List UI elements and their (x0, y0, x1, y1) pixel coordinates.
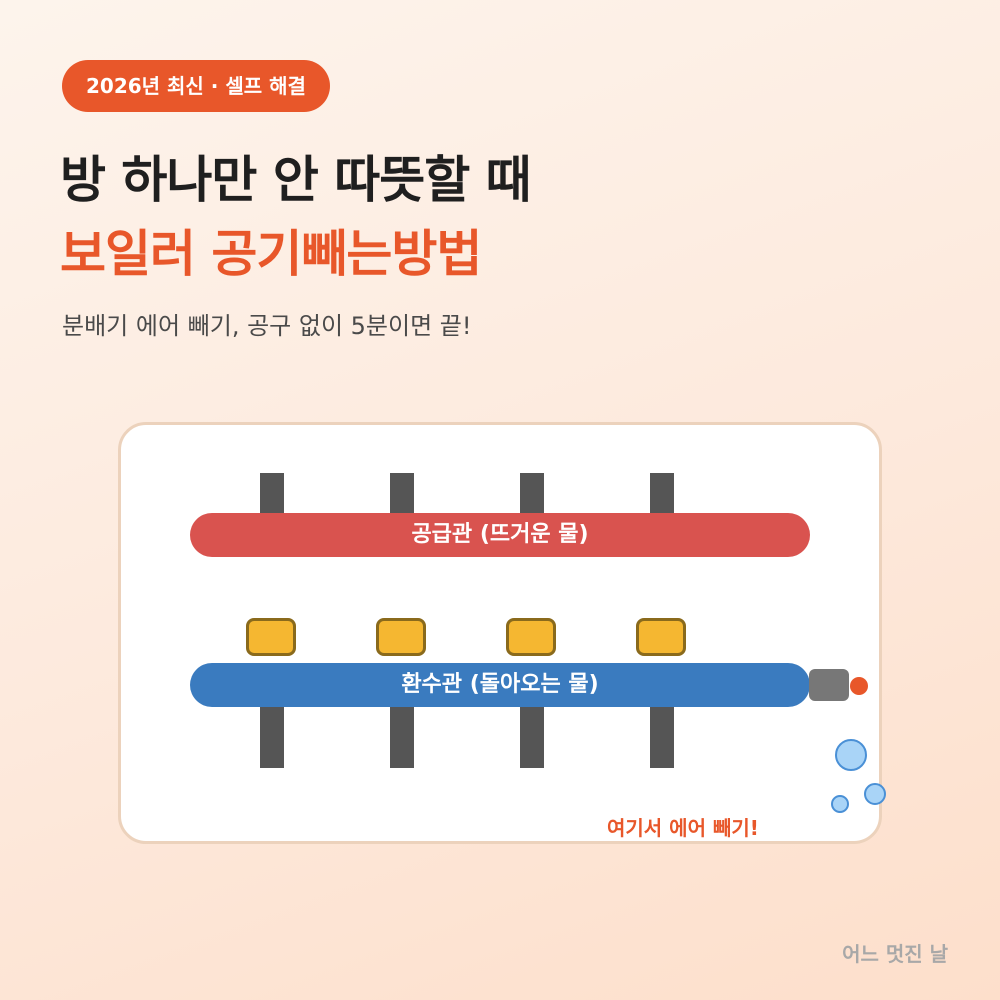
return-riser-1 (260, 703, 284, 768)
return-pipe: 환수관 (돌아오는 물) (190, 663, 810, 707)
valve-4 (636, 618, 686, 656)
valve-3 (506, 618, 556, 656)
supply-pipe: 공급관 (뜨거운 물) (190, 513, 810, 557)
return-riser-4 (650, 703, 674, 768)
supply-riser-3 (520, 473, 544, 517)
page-subtitle: 분배기 에어 빼기, 공구 없이 5분이면 끝! (62, 312, 472, 340)
valve-1 (246, 618, 296, 656)
page-title-line1: 방 하나만 안 따뜻할 때 (60, 151, 532, 209)
supply-riser-4 (650, 473, 674, 517)
air-bubble-medium (864, 783, 886, 805)
supply-riser-2 (390, 473, 414, 517)
air-vent-valve (809, 669, 849, 701)
air-bubble-large (835, 739, 867, 771)
manifold-diagram: 공급관 (뜨거운 물) 환수관 (돌아오는 물) 여기서 에어 빼기! (118, 422, 886, 844)
air-bubble-small (831, 795, 849, 813)
air-vent-knob (850, 677, 868, 695)
page-title-line2: 보일러 공기빼는방법 (60, 225, 482, 283)
header-badge: 2026년 최신 · 셀프 해결 (62, 60, 330, 112)
supply-riser-1 (260, 473, 284, 517)
valve-2 (376, 618, 426, 656)
return-riser-2 (390, 703, 414, 768)
return-riser-3 (520, 703, 544, 768)
brand-label: 어느 멋진 날 (842, 942, 948, 966)
air-release-callout: 여기서 에어 빼기! (607, 816, 759, 840)
